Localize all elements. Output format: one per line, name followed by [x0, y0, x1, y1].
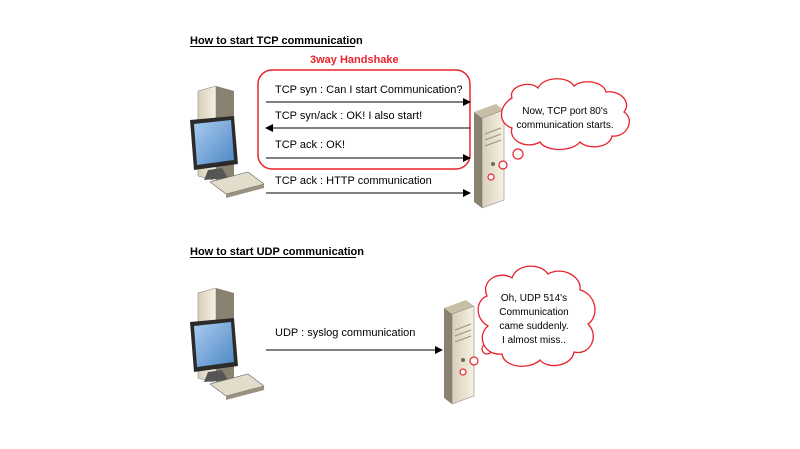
- tcp-http-message: TCP ack : HTTP communication: [266, 175, 471, 197]
- udp-syslog-message: UDP : syslog communication: [266, 327, 443, 354]
- tcp-ack-label: TCP ack : OK!: [275, 139, 345, 151]
- tcp-ack-message: TCP ack : OK!: [266, 139, 471, 162]
- server-tower-icon: [444, 300, 475, 405]
- tcp-syn-message: TCP syn : Can I start Communication?: [266, 84, 471, 106]
- tcp-syn-ack-message: TCP syn/ack : OK! I also start!: [265, 110, 470, 132]
- tcp-heading: How to start TCP communication: [190, 35, 363, 47]
- handshake-box: [257, 69, 471, 170]
- udp-bubble-line-4: I almost miss..: [502, 335, 566, 346]
- udp-syslog-label: UDP : syslog communication: [275, 327, 415, 339]
- tcp-bubble-line-2: communication starts.: [516, 120, 613, 131]
- tcp-syn-label: TCP syn : Can I start Communication?: [275, 84, 462, 96]
- server-tower-icon: [474, 104, 505, 209]
- tcp-bubble-line-1: Now, TCP port 80's: [522, 106, 607, 117]
- thought-bubble-icon: Oh, UDP 514's Communication came suddenl…: [459, 265, 596, 376]
- udp-heading: How to start UDP communication: [190, 246, 364, 258]
- handshake-label: 3way Handshake: [310, 54, 399, 66]
- udp-section: How to start UDP communication UDP : sys…: [190, 246, 596, 405]
- client-computer-icon: [190, 85, 265, 198]
- udp-bubble-line-2: Communication: [499, 307, 568, 318]
- thought-bubble-icon: Now, TCP port 80's communication starts.: [487, 78, 630, 181]
- udp-bubble-line-3: came suddenly.: [499, 321, 568, 332]
- tcp-http-label: TCP ack : HTTP communication: [275, 175, 432, 187]
- tcp-section: How to start TCP communication 3way Hand…: [190, 35, 630, 209]
- tcp-syn-ack-label: TCP syn/ack : OK! I also start!: [275, 110, 422, 122]
- udp-bubble-line-1: Oh, UDP 514's: [501, 293, 567, 304]
- client-computer-icon: [190, 287, 265, 400]
